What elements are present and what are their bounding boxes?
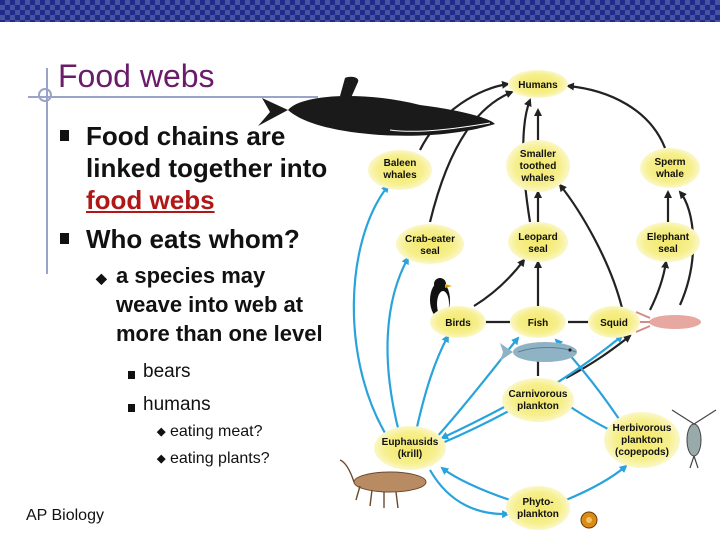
svg-text:plankton: plankton [517, 509, 559, 520]
krill-illustration [339, 459, 427, 509]
svg-text:plankton: plankton [517, 401, 559, 412]
level4-bullet-marker-1: ◆ [157, 426, 166, 438]
arrow-baleen-to-humans [419, 80, 510, 151]
arrow-phyto-to-herbiv [565, 464, 628, 502]
arrow-phyto-to-krill [440, 466, 511, 502]
diatom-illustration [580, 511, 598, 529]
title-crosshair-circle [38, 88, 52, 102]
top-banner [0, 0, 720, 22]
svg-text:Carnivorous: Carnivorous [509, 389, 568, 400]
svg-text:Squid: Squid [600, 318, 628, 329]
sub-sub-bullet-1: bears [143, 361, 191, 382]
svg-text:Baleen: Baleen [384, 158, 417, 169]
sub-bullet-marker: ◆ [96, 270, 107, 286]
level4-bullet-marker-2: ◆ [157, 453, 166, 465]
svg-text:Leopard: Leopard [518, 232, 557, 243]
arrow-krill-to-fish [435, 336, 520, 439]
node-elephant-seal: Elephant seal [636, 222, 700, 262]
svg-text:plankton: plankton [621, 435, 663, 446]
svg-text:Sperm: Sperm [654, 157, 685, 168]
svg-text:Herbivorous: Herbivorous [613, 423, 672, 434]
bullet-marker-2 [60, 231, 69, 249]
node-euphausids-krill: Euphausids (krill) [374, 426, 446, 470]
arrow-crabeater-to-humans [428, 90, 514, 223]
sub-bullet-line-1: a species may [116, 263, 266, 288]
svg-text:Phyto-: Phyto- [522, 497, 553, 508]
svg-text:seal: seal [658, 244, 678, 255]
footer-course-label: AP Biology [26, 507, 104, 524]
arrow-krill-to-phyto-loop [429, 469, 510, 519]
arrow-krill-to-birds [413, 334, 449, 437]
svg-text:seal: seal [420, 246, 440, 257]
title-horizontal-rule [28, 96, 318, 98]
svg-text:seal: seal [528, 244, 548, 255]
svg-text:Euphausids: Euphausids [382, 437, 439, 448]
bullet-2-line-1: Who eats whom? [86, 224, 300, 254]
level4-bullet-1: eating meat? [170, 423, 263, 440]
node-birds: Birds [430, 306, 486, 338]
node-crabeater-seal: Crab-eater seal [396, 224, 464, 264]
copepod-illustration [671, 409, 717, 469]
node-squid: Squid [588, 306, 640, 338]
node-phytoplankton: Phyto- plankton [506, 486, 570, 530]
bullet-marker-1 [60, 128, 69, 146]
sub-bullet-line-2: weave into web at [116, 292, 304, 317]
arrow-squid-to-elephant [649, 260, 670, 311]
svg-text:whales: whales [520, 173, 555, 184]
svg-text:toothed: toothed [520, 161, 557, 172]
svg-text:(krill): (krill) [398, 449, 422, 460]
whale-illustration [258, 76, 495, 136]
node-humans: Humans [508, 70, 568, 98]
fish-illustration [500, 342, 577, 362]
sub-sub-bullet-2: humans [143, 394, 211, 415]
svg-text:Elephant: Elephant [647, 232, 690, 243]
level4-bullet-2: eating plants? [170, 450, 270, 467]
arrow-carniv-to-squid [565, 334, 632, 379]
arrow-herbiv-to-carniv [564, 402, 611, 431]
svg-text:Birds: Birds [445, 318, 471, 329]
svg-text:Humans: Humans [518, 80, 558, 91]
node-carnivorous-plankton: Carnivorous plankton [502, 378, 574, 422]
sub-sub-bullet-marker-1 [128, 366, 135, 384]
arrow-krill-to-crabeater [386, 256, 409, 437]
sub-bullet-line-3: more than one level [116, 321, 323, 346]
title-vertical-rule [46, 68, 48, 274]
node-toothed-whales: Smaller toothed whales [506, 140, 570, 192]
bullet-1-highlight: food webs [86, 185, 215, 215]
slide-title: Food webs [58, 58, 215, 94]
svg-text:Crab-eater: Crab-eater [405, 234, 455, 245]
arrow-birds-to-leopard [473, 258, 526, 307]
bullet-1-line-1: Food chains are [86, 121, 286, 151]
sub-sub-bullet-marker-2 [128, 399, 135, 417]
arrow-krill-to-baleen [352, 184, 390, 439]
node-leopard-seal: Leopard seal [508, 222, 568, 262]
svg-text:whale: whale [655, 169, 684, 180]
node-baleen-whales: Baleen whales [368, 150, 432, 190]
svg-text:whales: whales [382, 170, 417, 181]
bullet-1-line-2: linked together into [86, 153, 328, 183]
node-sperm-whale: Sperm whale [640, 148, 700, 188]
svg-text:(copepods): (copepods) [615, 447, 669, 458]
node-fish: Fish [510, 306, 566, 338]
arrow-carniv-to-krill [440, 403, 511, 440]
squid-illustration [632, 311, 701, 333]
svg-text:Fish: Fish [528, 318, 549, 329]
svg-text:Smaller: Smaller [520, 149, 556, 160]
arrow-squid-to-toothed [558, 183, 624, 309]
node-herbivorous-plankton: Herbivorous plankton (copepods) [604, 412, 680, 468]
arrow-sperm-to-humans [566, 82, 667, 149]
